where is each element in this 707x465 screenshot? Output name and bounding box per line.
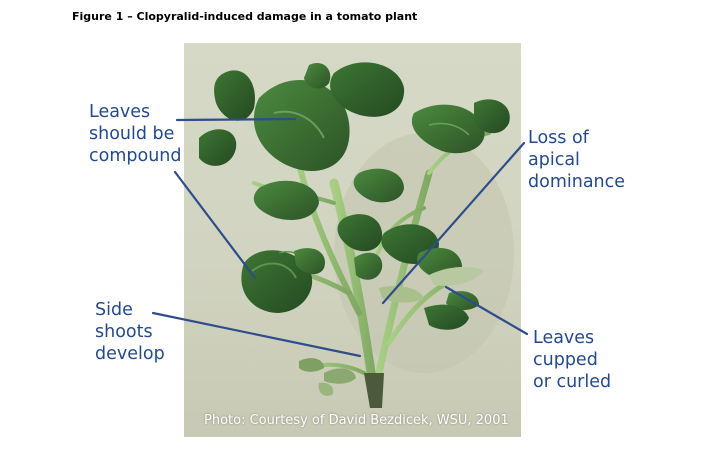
- leader-line-apical-dominance: [381, 141, 526, 305]
- callout-line: cupped: [533, 350, 598, 370]
- callout-line: compound: [89, 146, 182, 166]
- callout-side-shoots-develop: Side shoots develop: [95, 299, 165, 365]
- callout-line: dominance: [528, 172, 626, 192]
- callout-loss-of-apical-dominance: Loss of apical dominance: [528, 127, 625, 193]
- callout-line: or curled: [533, 372, 612, 392]
- leader-line-cupped-leaves: [444, 285, 529, 336]
- leaves: [199, 62, 510, 396]
- leader-line-side-shoots: [151, 311, 362, 358]
- callout-line: Leaves: [89, 102, 151, 122]
- leader-line-compound-top: [175, 117, 297, 122]
- tomato-plant-illustration: [199, 62, 514, 408]
- figure-title: Figure 1 – Clopyralid-induced damage in …: [72, 10, 418, 23]
- callout-line: Side: [95, 300, 133, 320]
- leader-line-compound-lower: [173, 170, 257, 280]
- photo-credit: Photo: Courtesy of David Bezdicek, WSU, …: [204, 413, 509, 428]
- tomato-plant-photo: Photo: Courtesy of David Bezdicek, WSU, …: [184, 43, 521, 437]
- callout-line: apical: [528, 150, 580, 170]
- callout-line: Leaves: [533, 328, 595, 348]
- callout-line: should be: [89, 124, 175, 144]
- callout-line: shoots: [95, 322, 153, 342]
- callout-leaves-cupped-or-curled: Leaves cupped or curled: [533, 327, 611, 393]
- callout-line: develop: [95, 344, 165, 364]
- callout-line: Loss of: [528, 128, 589, 148]
- stem-base: [364, 373, 384, 408]
- callout-leaves-should-be-compound: Leaves should be compound: [89, 101, 181, 167]
